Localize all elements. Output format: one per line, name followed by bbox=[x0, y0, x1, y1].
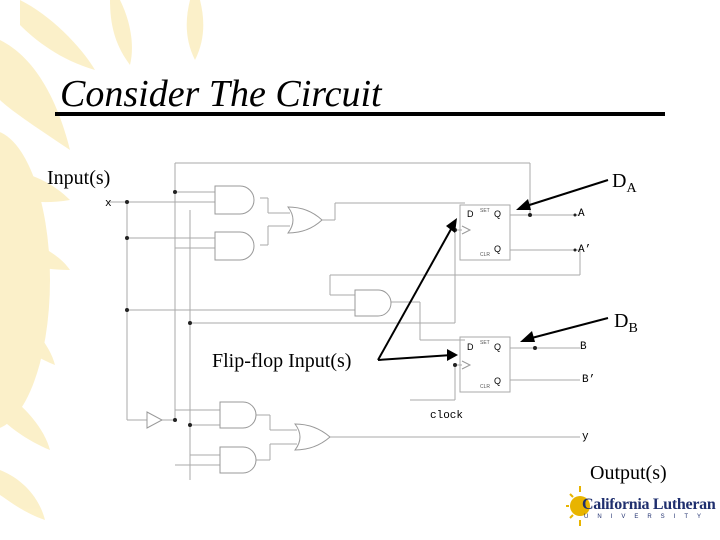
ffa-set-pin: SET bbox=[480, 208, 490, 214]
slide-title: Consider The Circuit bbox=[60, 73, 382, 115]
or-gate-1 bbox=[286, 206, 323, 234]
title-underline bbox=[55, 112, 665, 116]
ffb-clr-pin: CLR bbox=[480, 384, 491, 390]
ffb-qbar-pin: Q bbox=[494, 376, 502, 386]
ffa-clr-pin: CLR bbox=[480, 252, 491, 258]
ffa-qbar-pin: Q bbox=[494, 244, 502, 254]
signal-a: A bbox=[578, 208, 585, 220]
signal-clock: clock bbox=[430, 410, 464, 422]
ffa-d-pin: D bbox=[467, 209, 474, 219]
and-gate-1 bbox=[214, 185, 255, 215]
da-callout: DA bbox=[612, 170, 637, 196]
signal-b-prime: B’ bbox=[582, 374, 596, 386]
logo-subtitle: UNIVERSITY bbox=[584, 514, 711, 520]
logo-name: California Lutheran bbox=[582, 496, 716, 513]
signal-x: x bbox=[105, 198, 112, 210]
and-gate-3 bbox=[354, 289, 392, 317]
signal-b: B bbox=[580, 341, 587, 353]
ffa-q-pin: Q bbox=[494, 209, 502, 219]
db-callout: DB bbox=[614, 310, 638, 336]
cal-lutheran-logo bbox=[566, 486, 590, 526]
outputs-callout: Output(s) bbox=[590, 462, 667, 484]
and-gate-4 bbox=[219, 401, 257, 429]
ffb-q-pin: Q bbox=[494, 342, 502, 352]
ffb-d-pin: D bbox=[467, 342, 474, 352]
and-gate-5 bbox=[219, 446, 257, 474]
signal-a-prime: A’ bbox=[578, 244, 592, 256]
flipflop-inputs-callout: Flip-flop Input(s) bbox=[212, 350, 352, 372]
not-gate bbox=[146, 411, 164, 429]
signal-y: y bbox=[582, 431, 589, 443]
or-gate-2 bbox=[293, 423, 331, 451]
and-gate-2 bbox=[214, 231, 255, 261]
inputs-callout: Input(s) bbox=[47, 167, 111, 189]
ffb-set-pin: SET bbox=[480, 340, 490, 346]
